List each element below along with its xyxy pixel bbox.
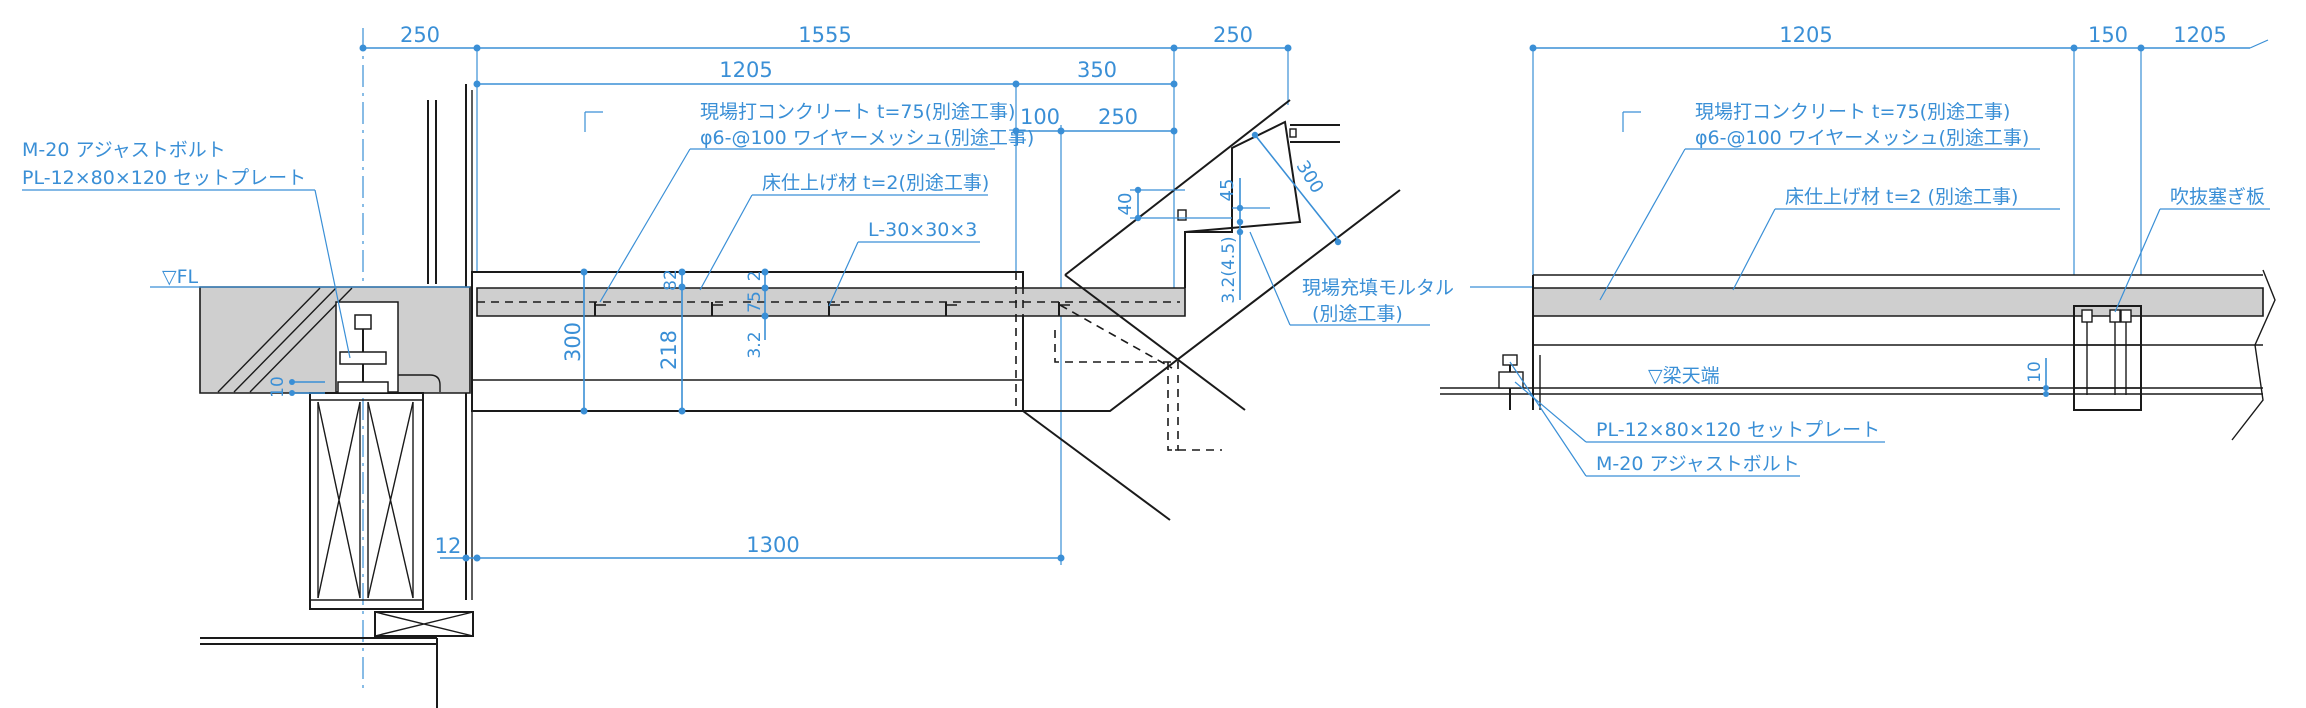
right-note-closure: 吹抜塞ぎ板	[2170, 186, 2265, 208]
right-dim-150: 150	[2088, 23, 2128, 47]
note-plate: PL-12×80×120 セットプレート	[22, 167, 306, 189]
note-concrete: 現場打コンクリート t=75(別途工事)	[700, 101, 1015, 123]
dim-100: 100	[1020, 105, 1060, 129]
dim-1555: 1555	[798, 23, 851, 47]
dim-1300-group: 12 1300	[435, 533, 1065, 562]
note-finish: 床仕上げ材 t=2(別途工事)	[762, 172, 989, 194]
right-note-finish: 床仕上げ材 t=2 (別途工事)	[1785, 186, 2018, 208]
right-dim-10: 10	[2025, 361, 2045, 383]
dim-250-small: 250	[1098, 105, 1138, 129]
note-mortar-2: (別途工事)	[1312, 303, 1403, 325]
dim-3-2-4-5: 3.2(4.5)	[1219, 236, 1239, 303]
right-note-bolt: M-20 アジャストボルト	[1596, 453, 1800, 475]
note-mortar-1: 現場充填モルタル	[1302, 277, 1454, 299]
dim-3-2: 3.2	[745, 331, 765, 358]
dim-40: 40	[1115, 193, 1136, 216]
column	[309, 392, 424, 610]
right-slab	[1440, 269, 2276, 441]
lower-structure	[200, 611, 474, 708]
dim-75: 75	[745, 291, 765, 313]
note-angle: L-30×30×3	[868, 219, 977, 241]
right-dim-1205: 1205	[1779, 23, 1832, 47]
left-notes: 現場打コンクリート t=75(別途工事) φ6-@100 ワイヤーメッシュ(別途…	[22, 101, 1454, 359]
right-note-mesh: φ6-@100 ワイヤーメッシュ(別途工事)	[1695, 127, 2029, 149]
note-mesh: φ6-@100 ワイヤーメッシュ(別途工事)	[700, 127, 1034, 149]
dim-row-3: 100 250	[1012, 105, 1178, 565]
right-dim-1205b: 1205	[2173, 23, 2226, 47]
dim-1300: 1300	[746, 533, 799, 557]
deck-panel	[471, 99, 1401, 521]
dim-row-1: 250 1555 250	[359, 23, 1292, 290]
closure-plate-assembly	[2073, 305, 2142, 411]
floor-slab	[199, 286, 471, 394]
section-flag	[584, 111, 603, 132]
dim-2: 2	[745, 271, 765, 282]
dim-45: 45	[1217, 179, 1238, 202]
dim-10-left: 10	[268, 376, 288, 398]
right-note-plate: PL-12×80×120 セットプレート	[1596, 419, 1880, 441]
dim-300: 300	[561, 322, 585, 362]
dim-250-left: 250	[400, 23, 440, 47]
dim-row-2: 1205 350	[473, 58, 1178, 272]
fl-label: ▽FL	[162, 266, 199, 288]
dim-350: 350	[1077, 58, 1117, 82]
right-note-concrete: 現場打コンクリート t=75(別途工事)	[1695, 101, 2010, 123]
dim-12: 12	[435, 534, 462, 558]
beam-top-label: ▽梁天端	[1648, 365, 1720, 387]
right-dim-row: 1205 150 1205	[1529, 23, 2269, 275]
dim-300-slanted: 300	[1292, 157, 1328, 197]
note-bolt: M-20 アジャストボルト	[22, 139, 226, 161]
right-section-flag	[1622, 111, 1641, 132]
dim-218: 218	[657, 330, 681, 370]
right-section: 1205 150 1205	[1440, 23, 2276, 477]
dim-82: 82	[661, 269, 681, 291]
dim-250-right: 250	[1213, 23, 1253, 47]
dim-1205-left: 1205	[719, 58, 772, 82]
right-notes: 現場打コンクリート t=75(別途工事) φ6-@100 ワイヤーメッシュ(別途…	[1509, 101, 2270, 477]
adjust-bolt	[337, 314, 389, 394]
section-dims: 300 218 82 75 3.2 2 10	[268, 268, 769, 415]
left-section: 250 1555 250 1205 350 100 250	[22, 23, 1454, 708]
